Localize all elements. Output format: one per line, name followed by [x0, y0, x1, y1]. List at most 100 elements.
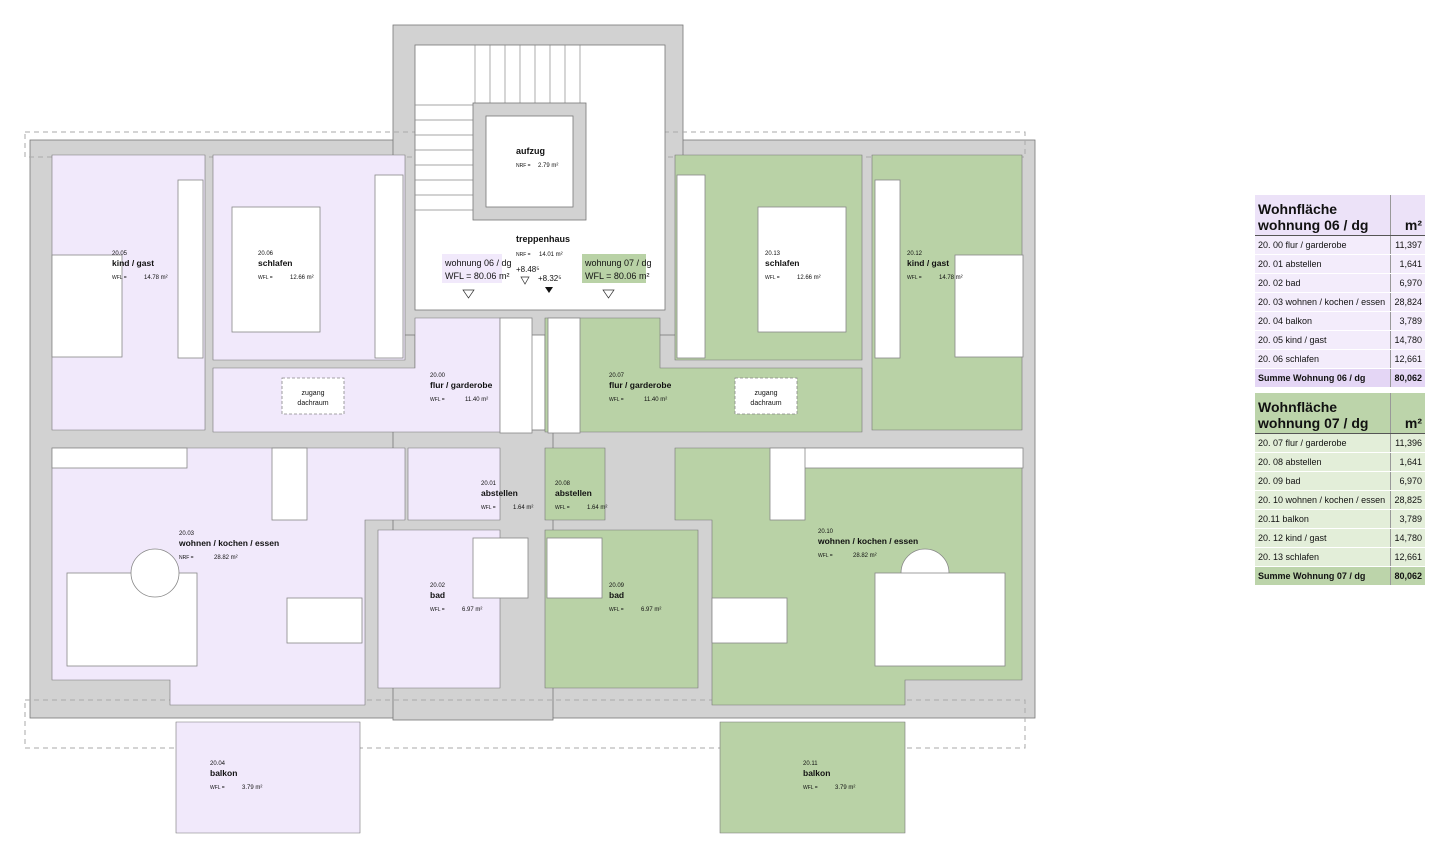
unit-header: m² [1389, 195, 1425, 236]
room-name: schlafen [765, 258, 800, 268]
unit-header: m² [1389, 393, 1425, 434]
room-cell: 20. 02 bad [1255, 273, 1391, 293]
room-area-label: WFL = [609, 397, 624, 403]
room-number: 20.11 [803, 761, 818, 767]
room-cell: 20. 06 schlafen [1255, 349, 1391, 369]
room-area: 11.40 m² [465, 397, 488, 403]
treppenhaus-label: treppenhaus NRF = 14.01 m² +8.48⁵ +8.32⁵ [516, 234, 570, 293]
svg-text:aufzug: aufzug [516, 146, 545, 156]
svg-text:wohnung 06 / dg: wohnung 06 / dg [444, 258, 512, 268]
room-area: 28.82 m² [214, 555, 238, 561]
room-area: 6.97 m² [462, 607, 482, 613]
room-number: 20.02 [430, 583, 446, 589]
area-cell: 11,396 [1389, 433, 1425, 453]
room-cell: 20. 08 abstellen [1255, 452, 1391, 472]
room-number: 20.06 [258, 251, 274, 257]
room-area-label: WFL = [803, 785, 818, 791]
room-area-label: WFL = [765, 275, 780, 281]
svg-text:WFL = 80.06 m²: WFL = 80.06 m² [445, 271, 509, 281]
area-cell: 28,825 [1389, 490, 1425, 510]
room-cell: 20. 10 wohnen / kochen / essen [1255, 490, 1391, 510]
svg-text:+8.48⁵: +8.48⁵ [516, 265, 540, 274]
room-number: 20.12 [907, 251, 923, 257]
room-name: bad [609, 590, 624, 600]
room-number: 20.05 [112, 251, 128, 257]
aufzug-label: aufzug NRF = 2.79 m² [516, 146, 558, 169]
svg-text:14.01 m²: 14.01 m² [539, 252, 563, 258]
area-cell: 14,780 [1389, 330, 1425, 350]
zugang-dachraum-right: zugang dachraum [750, 390, 781, 407]
room-name: abstellen [481, 488, 518, 498]
room-cell: 20.11 balkon [1255, 509, 1391, 529]
room-cell: 20. 00 flur / garderobe [1255, 235, 1391, 255]
room-area: 12.66 m² [290, 275, 314, 281]
room-cell: 20. 09 bad [1255, 471, 1391, 491]
room-20-04 [175, 721, 361, 834]
room-20-12 [871, 154, 1023, 431]
room-number: 20.03 [179, 531, 195, 537]
room-20-01 [407, 447, 501, 521]
room-cell: 20. 01 abstellen [1255, 254, 1391, 274]
area-cell: 1,641 [1389, 254, 1425, 274]
room-number: 20.07 [609, 373, 625, 379]
room-name: kind / gast [907, 258, 949, 268]
room-area: 28.82 m² [853, 553, 877, 559]
room-area: 3.79 m² [835, 785, 855, 791]
area-cell: 14,780 [1389, 528, 1425, 548]
room-area: 1.64 m² [513, 505, 533, 511]
room-area-label: WFL = [481, 505, 496, 511]
area-cell: 12,661 [1389, 349, 1425, 369]
room-area: 3.79 m² [242, 785, 262, 791]
room-20-02 [377, 529, 501, 689]
room-cell: 20. 03 wohnen / kochen / essen [1255, 292, 1391, 312]
room-area: 14.78 m² [144, 275, 168, 281]
room-name: flur / garderobe [430, 380, 493, 390]
svg-text:zugang: zugang [302, 390, 325, 397]
room-name: balkon [803, 768, 830, 778]
room-number: 20.01 [481, 481, 497, 487]
room-number: 20.13 [765, 251, 781, 257]
wohnung-07-tag: wohnung 07 / dg WFL = 80.06 m² [582, 254, 652, 299]
room-number: 20.00 [430, 373, 446, 379]
room-name: flur / garderobe [609, 380, 672, 390]
room-cell: 20. 12 kind / gast [1255, 528, 1391, 548]
room-area-label: WFL = [818, 553, 833, 559]
sum-label: Summe Wohnung 07 / dg [1255, 566, 1391, 586]
room-number: 20.08 [555, 481, 571, 487]
room-area: 6.97 m² [641, 607, 661, 613]
room-area-label: NRF = [179, 555, 194, 561]
room-area-label: WFL = [555, 505, 570, 511]
room-area-label: WFL = [430, 397, 445, 403]
room-20-11 [719, 721, 906, 834]
area-cell: 12,661 [1389, 547, 1425, 567]
room-name: balkon [210, 768, 237, 778]
room-20-08 [544, 447, 606, 521]
room-area-label: WFL = [112, 275, 127, 281]
room-cell: 20. 07 flur / garderobe [1255, 433, 1391, 453]
room-cell: 20. 04 balkon [1255, 311, 1391, 331]
